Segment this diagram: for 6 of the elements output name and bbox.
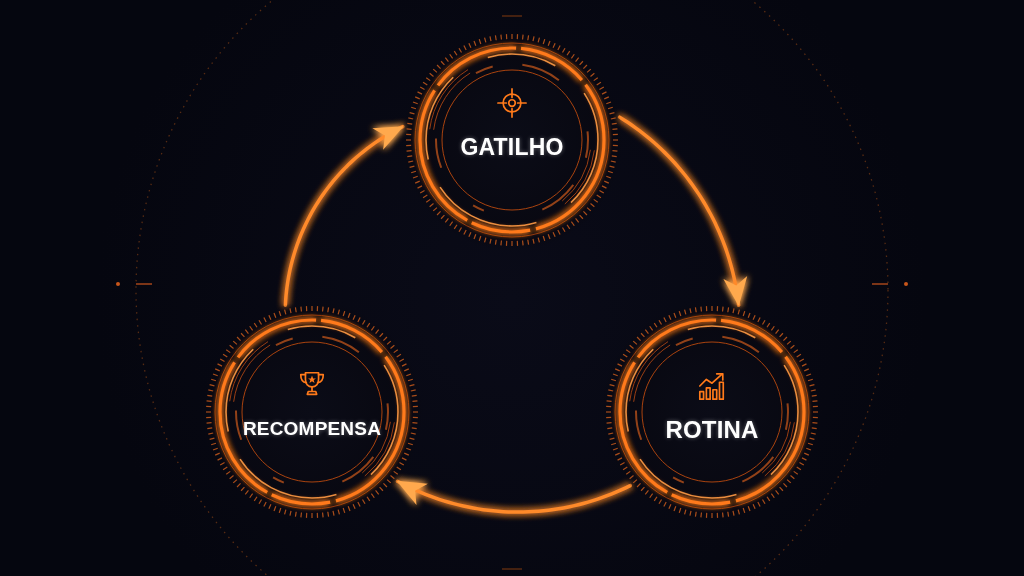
- curved-arrow: [283, 124, 405, 307]
- node-label: GATILHO: [460, 135, 564, 159]
- node-label: RECOMPENSA: [242, 418, 382, 438]
- curved-arrow: [395, 479, 632, 514]
- curved-arrow: [617, 115, 748, 307]
- node-label: ROTINA: [665, 418, 759, 442]
